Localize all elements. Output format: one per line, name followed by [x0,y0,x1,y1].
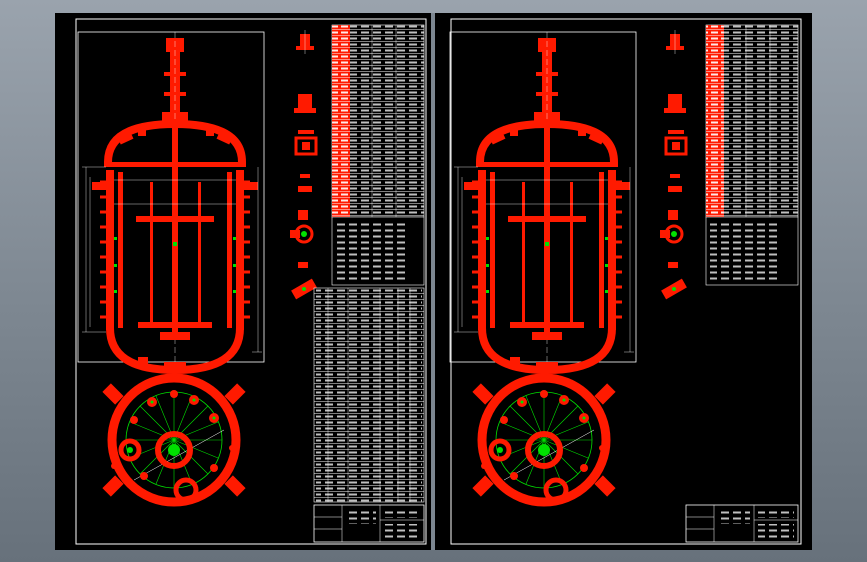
title-block[interactable] [685,504,799,543]
sheet-divider [431,13,435,550]
title-block[interactable] [313,504,425,543]
sheet-left-frame [75,18,427,545]
sheet-left[interactable] [55,13,431,550]
sheet-right-frame [450,18,802,545]
design-data-table[interactable] [705,24,799,286]
sheet-right[interactable] [435,13,812,550]
parts-list-table[interactable] [313,287,425,503]
design-data-table[interactable] [331,24,425,286]
